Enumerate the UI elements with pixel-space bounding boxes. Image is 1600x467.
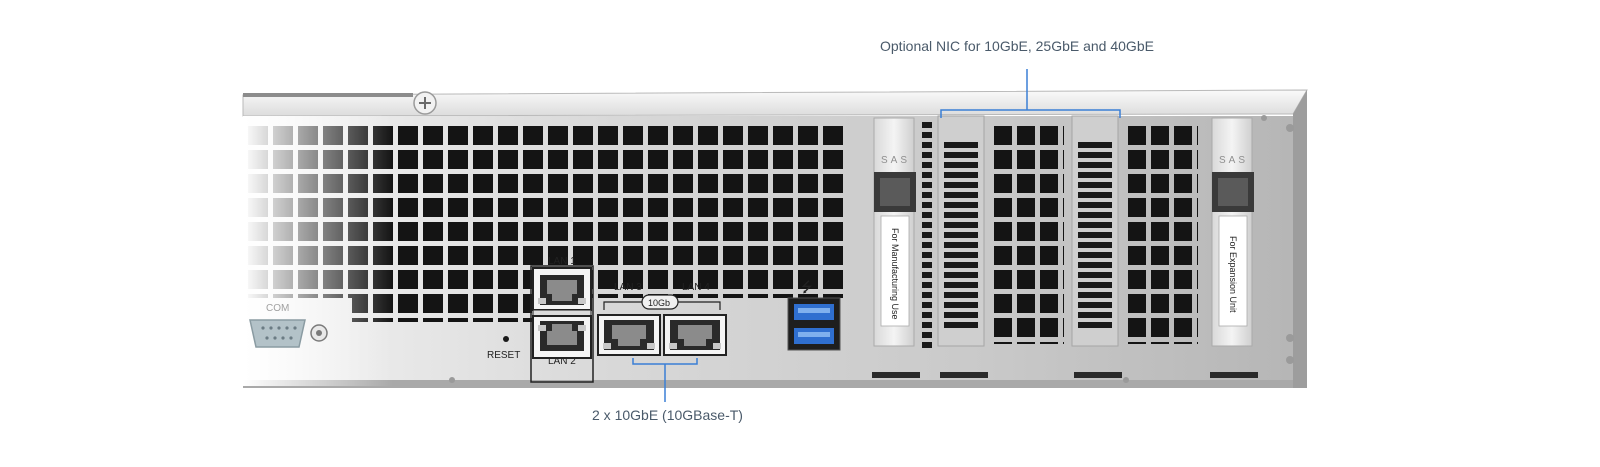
nic-slot-2 — [1071, 115, 1119, 347]
bottom-slot-feet — [872, 372, 1258, 378]
screw-icon — [413, 91, 437, 115]
lan1-port[interactable]: LAN 1 — [532, 256, 592, 311]
lan2-port[interactable]: LAN 2 — [532, 315, 592, 367]
top-rail — [243, 93, 413, 97]
lan2-label: LAN 2 — [548, 356, 576, 367]
sas-left-label: SAS — [881, 155, 910, 166]
narrow-vent — [922, 118, 932, 348]
lan1-label: LAN 1 — [548, 256, 576, 267]
lan12-frame — [530, 265, 594, 383]
sas-slot-expansion[interactable]: SAS For Expansion Unit — [1211, 117, 1254, 347]
com-label: COM — [266, 303, 289, 314]
usb-icon: ⭍ — [801, 280, 813, 296]
vent-grid-right — [1128, 126, 1198, 344]
com-port[interactable]: COM — [249, 303, 328, 348]
lan3-label: LAN 3 — [614, 282, 642, 293]
chassis-bottom-edge — [243, 380, 1307, 388]
reset-label: RESET — [487, 350, 520, 361]
10gb-bracket: 10Gb — [603, 294, 721, 310]
nic-slot-1 — [937, 115, 985, 347]
reset-button[interactable]: RESET — [487, 336, 520, 361]
chassis-right-side — [1293, 90, 1307, 388]
vent-grid-middle — [994, 126, 1064, 344]
lan3-port[interactable] — [597, 314, 661, 356]
lan-callout-line — [632, 358, 698, 402]
expansion-label: For Expansion Unit — [1228, 236, 1238, 313]
nic-callout-label: Optional NIC for 10GbE, 25GbE and 40GbE — [880, 38, 1154, 54]
nic-callout-line — [940, 69, 1121, 118]
lan-callout-label: 2 x 10GbE (10GBase-T) — [592, 407, 743, 423]
lan4-label: LAN 4 — [682, 282, 710, 293]
usb-ports[interactable]: ⭍ — [787, 280, 841, 351]
sas-slot-manufacturing: SAS For Manufacturing Use — [873, 117, 916, 347]
manufacturing-label: For Manufacturing Use — [890, 228, 900, 320]
10gb-badge: 10Gb — [648, 298, 670, 308]
panel-screws — [449, 115, 1294, 383]
lan4-port[interactable] — [663, 314, 727, 356]
sas-right-label: SAS — [1219, 155, 1248, 166]
